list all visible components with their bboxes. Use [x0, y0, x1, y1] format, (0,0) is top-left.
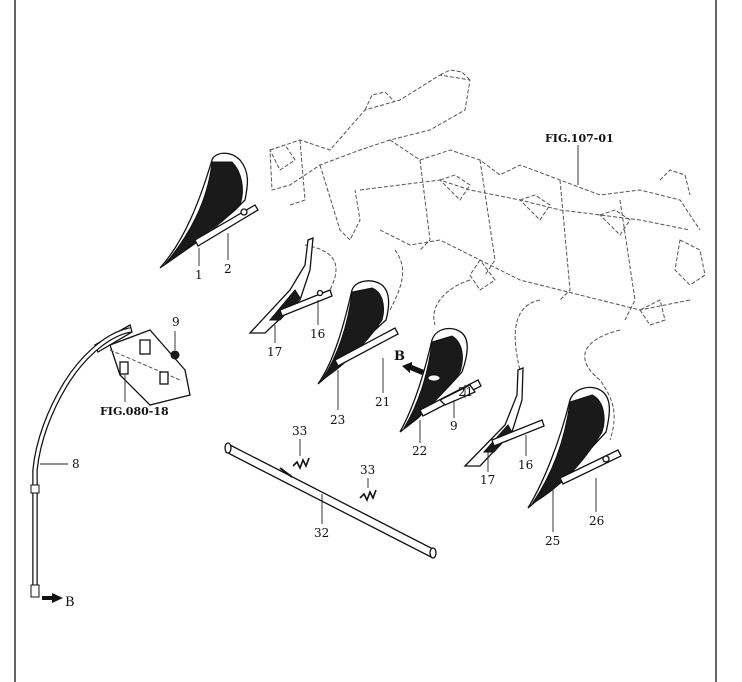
callout-16b: 16 — [518, 458, 533, 472]
fig-ref-main: FIG.107-01 — [545, 132, 614, 145]
callout-2: 2 — [224, 262, 232, 276]
callout-17b: 17 — [480, 473, 495, 487]
part-23-shovel — [317, 280, 399, 385]
part-1-shovel — [159, 152, 259, 269]
callout-9a: 9 — [172, 315, 180, 329]
part-32-bar — [224, 442, 437, 559]
part-22-shovel — [399, 327, 482, 433]
part-33-spring-b — [359, 489, 377, 502]
callout-22: 22 — [412, 444, 427, 458]
phantom-frame — [269, 69, 706, 441]
part-8-rod — [30, 327, 131, 598]
callout-17a: 17 — [267, 345, 282, 359]
part-25-shovel — [527, 386, 622, 509]
callout-32: 32 — [314, 526, 329, 540]
callout-16a: 16 — [310, 327, 325, 341]
fig-ref-bracket: FIG.080-18 — [100, 405, 169, 418]
arrow-b-lower — [42, 593, 63, 603]
callout-33b: 33 — [360, 463, 375, 477]
callout-21a: 21 — [375, 395, 390, 409]
part-33-spring-a — [292, 457, 310, 470]
callout-9b: 9 — [450, 419, 458, 433]
callout-25: 25 — [545, 534, 560, 548]
marker-b-upper: B — [394, 349, 405, 364]
part-17-shank-right — [463, 367, 545, 467]
callout-1: 1 — [195, 268, 203, 282]
callout-8: 8 — [72, 457, 80, 471]
part-17-shank-left — [248, 237, 333, 334]
callout-33a: 33 — [292, 424, 307, 438]
callout-23: 23 — [330, 413, 345, 427]
callout-26: 26 — [589, 514, 604, 528]
callout-21b: 21 — [458, 385, 473, 399]
arrow-b-upper — [402, 362, 424, 375]
marker-b-lower: B — [65, 595, 75, 610]
